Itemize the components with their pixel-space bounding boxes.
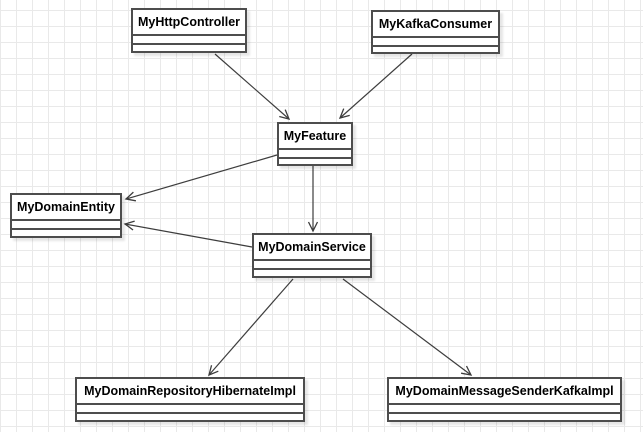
attributes-compartment xyxy=(133,34,245,43)
operations-compartment xyxy=(12,228,120,236)
class-node-mydomainrepositoryhibernateimpl[interactable]: MyDomainRepositoryHibernateImpl xyxy=(75,377,305,422)
edge-myfeature-to-mydomainentity[interactable] xyxy=(124,154,278,202)
class-name: MyDomainEntity xyxy=(17,200,115,214)
edge-mydomainservice-to-mydomainrepositoryhibernateimpl[interactable] xyxy=(208,278,294,377)
operations-compartment xyxy=(373,45,498,52)
attributes-compartment xyxy=(254,259,370,268)
operations-compartment xyxy=(77,412,303,420)
attributes-compartment xyxy=(373,36,498,45)
class-name: MyHttpController xyxy=(137,15,241,29)
edge-myhttpcontroller-to-myfeature[interactable] xyxy=(214,53,291,120)
class-node-mykafkaconsumer[interactable]: MyKafkaConsumer xyxy=(371,10,500,54)
class-name: MyDomainMessageSenderKafkaImpl xyxy=(395,384,614,398)
class-node-mydomainmessagesenderkafkaimpl[interactable]: MyDomainMessageSenderKafkaImpl xyxy=(387,377,622,422)
class-node-mydomainentity[interactable]: MyDomainEntity xyxy=(10,193,122,238)
class-name: MyDomainService xyxy=(258,240,366,254)
attributes-compartment xyxy=(12,219,120,228)
class-node-myfeature[interactable]: MyFeature xyxy=(277,122,353,166)
edge-mydomainservice-to-mydomainentity[interactable] xyxy=(123,220,253,248)
operations-compartment xyxy=(279,157,351,164)
operations-compartment xyxy=(133,43,245,51)
edge-mydomainservice-to-mydomainmessagesenderkafkaimpl[interactable] xyxy=(342,278,473,376)
class-name: MyDomainRepositoryHibernateImpl xyxy=(84,384,296,398)
attributes-compartment xyxy=(279,148,351,157)
edge-mykafkaconsumer-to-myfeature[interactable] xyxy=(338,53,413,119)
operations-compartment xyxy=(389,412,620,420)
class-name: MyFeature xyxy=(283,129,347,143)
operations-compartment xyxy=(254,268,370,276)
class-node-myhttpcontroller[interactable]: MyHttpController xyxy=(131,8,247,53)
class-name: MyKafkaConsumer xyxy=(378,17,493,31)
attributes-compartment xyxy=(389,403,620,412)
class-node-mydomainservice[interactable]: MyDomainService xyxy=(252,233,372,278)
attributes-compartment xyxy=(77,403,303,412)
